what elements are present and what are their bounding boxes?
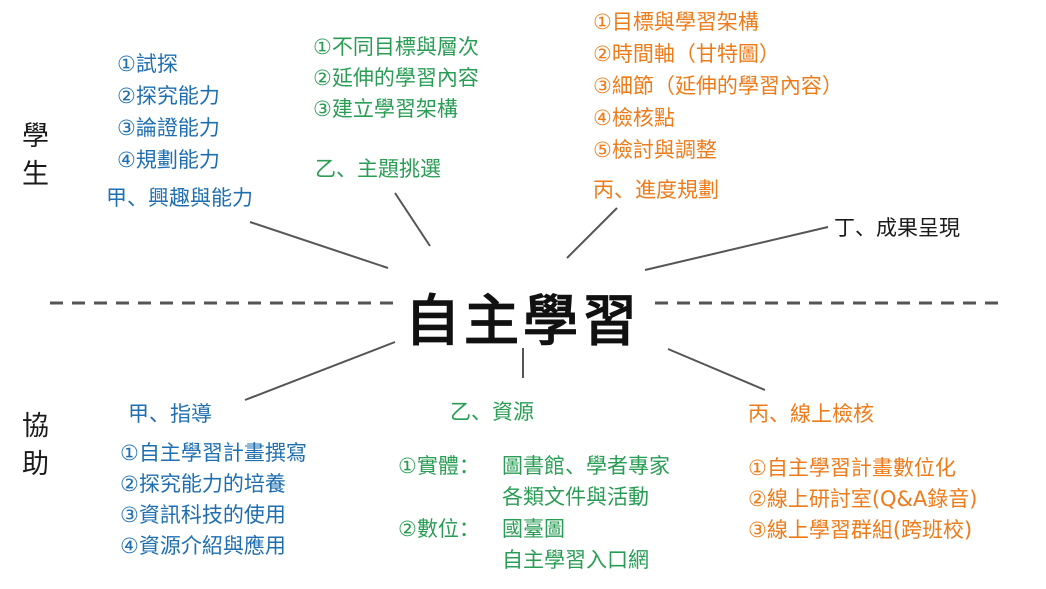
assist-b-heading: 乙、資源 [450,400,534,424]
assist-c-heading: 丙、線上檢核 [748,402,874,426]
assist-b-row2-label: ②數位： [398,517,480,541]
assist-b-row1-line2: 各類文件與活動 [502,485,649,509]
list-item: ③論證能力 [117,116,220,140]
list-item: ①試探 [117,52,178,76]
list-item: ②探究能力 [117,84,220,108]
list-item: ①自主學習計畫數位化 [748,456,956,480]
student-c-list: ①目標與學習架構 ②時間軸（甘特圖） ③細節（延伸的學習內容） ④檢核點 ⑤檢討… [593,6,843,166]
page-title: 自主學習 [405,289,642,353]
side-label-student: 學生 [22,121,49,190]
student-b-list: ①不同目標與層次 ②延伸的學習內容 ③建立學習架構 [313,32,479,125]
assist-b-row2-line1: 國臺圖 [502,517,565,541]
connector-student-d [644,226,829,271]
list-item: ④檢核點 [593,106,675,130]
list-item: ②探究能力的培養 [120,472,286,496]
connector-student-c [566,207,618,259]
list-item: ②時間軸（甘特圖） [593,42,780,66]
list-item: ⑤檢討與調整 [593,138,717,162]
list-item: ②延伸的學習內容 [313,66,479,90]
student-a-heading: 甲、興趣與能力 [106,186,253,210]
list-item: ①目標與學習架構 [593,10,759,34]
connector-assist-c [667,348,766,391]
student-c-heading: 丙、進度規劃 [593,178,719,202]
assist-b-row2-line2: 自主學習入口網 [502,548,649,572]
connector-student-b [394,192,431,247]
list-item: ①不同目標與層次 [313,35,479,59]
connector-student-a [249,221,389,269]
list-item: ④資源介紹與應用 [120,534,286,558]
list-item: ③細節（延伸的學習內容） [593,74,843,98]
assist-c-list: ①自主學習計畫數位化 ②線上研討室(Q&A錄音) ③線上學習群組(跨班校) [748,453,977,546]
connector-assist-a [244,341,396,401]
list-item: ④規劃能力 [117,148,220,172]
assist-b-row1-line1: 圖書館、學者專家 [502,454,670,478]
list-item: ③資訊科技的使用 [120,503,286,527]
list-item: ②線上研討室(Q&A錄音) [748,487,978,511]
list-item: ③建立學習架構 [313,97,458,121]
assist-b-row1-label: ①實體： [398,454,480,478]
side-label-assist: 協助 [22,411,49,480]
list-item: ③線上學習群組(跨班校) [748,518,973,542]
student-d-heading: 丁、成果呈現 [834,216,960,240]
student-b-heading: 乙、主題挑選 [315,157,441,181]
assist-a-heading: 甲、指導 [128,402,212,426]
list-item: ①自主學習計畫撰寫 [120,441,307,465]
student-a-list: ①試探 ②探究能力 ③論證能力 ④規劃能力 [117,48,220,176]
assist-a-list: ①自主學習計畫撰寫 ②探究能力的培養 ③資訊科技的使用 ④資源介紹與應用 [120,438,307,562]
